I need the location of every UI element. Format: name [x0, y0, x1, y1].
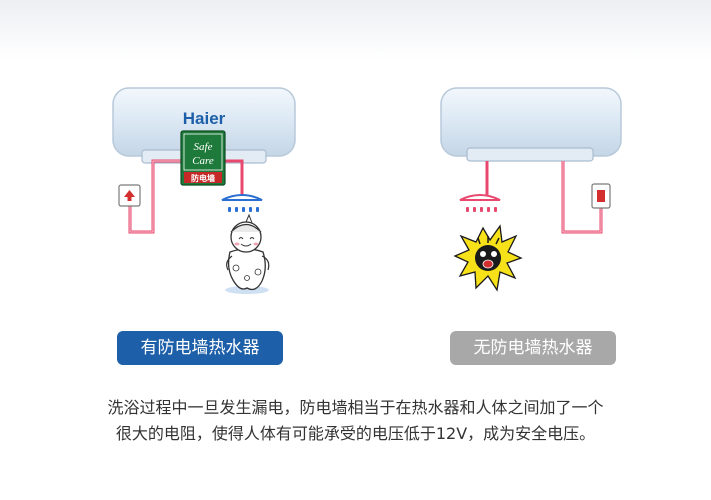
badge-stamp-text: 防电墙: [191, 173, 215, 183]
electric-shock-icon: [453, 224, 523, 292]
water-drops-right: [466, 207, 497, 212]
safe-care-badge: Safe Care 防电墙: [180, 130, 226, 186]
without-wall-label: 无防电墙热水器: [450, 331, 616, 365]
with-wall-label: 有防电墙热水器: [117, 331, 283, 365]
shower-head-icon-right: [459, 194, 501, 201]
shower-head-icon: [221, 194, 263, 201]
wire-right: [485, 161, 603, 234]
happy-bather-icon: [225, 213, 270, 294]
water-drops-left: [228, 207, 259, 212]
badge-safe-text: Safe: [194, 141, 213, 153]
description: 洗浴过程中一旦发生漏电，防电墙相当于在热水器和人体之间加了一个 很大的电阻，使得…: [20, 395, 691, 447]
heater-without-wall: [440, 87, 622, 162]
description-line-1: 洗浴过程中一旦发生漏电，防电墙相当于在热水器和人体之间加了一个: [107, 398, 604, 417]
badge-care-text: Care: [192, 155, 214, 167]
plug-icon: [118, 184, 141, 207]
description-line-2: 很大的电阻，使得人体有可能承受的电压低于12V，成为安全电压。: [115, 424, 596, 443]
haier-logo: Haier: [183, 109, 226, 128]
plug-icon-right: [591, 183, 611, 209]
